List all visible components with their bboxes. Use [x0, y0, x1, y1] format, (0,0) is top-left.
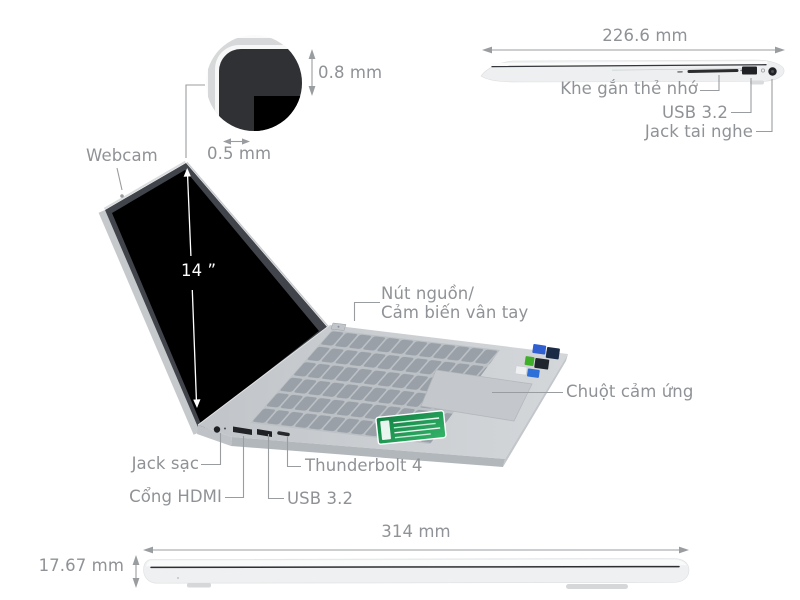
- webcam-label: Webcam: [86, 146, 158, 165]
- front-foot-right: [566, 584, 628, 589]
- lid-top-highlight: [103, 160, 186, 210]
- laptop-side-view: [480, 46, 785, 133]
- side-rubber-foot: [750, 80, 764, 85]
- power-button-label-line1: Nút nguồn/: [381, 284, 475, 303]
- power-connector: [353, 301, 380, 321]
- front-lid-strip: [146, 559, 687, 567]
- annotation-lines: [116, 167, 563, 500]
- hdmi-label: Cổng HDMI: [129, 487, 222, 506]
- screen-corner-magnified: [254, 96, 302, 131]
- touchpad: [420, 369, 533, 422]
- card-slot-connector: [700, 75, 720, 92]
- side-port-usb: [742, 66, 757, 75]
- laptop-main-view: [98, 160, 568, 467]
- side-port-headphone-jack: [768, 67, 777, 76]
- warranty-sticker: [375, 410, 447, 445]
- card-slot-label: Khe gắn thẻ nhớ: [560, 79, 698, 98]
- side-seam-line: [611, 68, 753, 71]
- charge-port: [213, 426, 221, 433]
- hinge-cover-edge: [197, 324, 331, 426]
- front-height-dimension: [132, 555, 140, 588]
- spec-stickers: [515, 344, 560, 378]
- screen: [112, 170, 319, 424]
- thunderbolt-port: [277, 431, 290, 437]
- screen-size-label: 14 ”: [181, 261, 217, 280]
- power-button: [330, 322, 347, 331]
- bezel-top-measure-arrow: [308, 49, 316, 96]
- thunderbolt-connector: [286, 437, 301, 468]
- side-lid-gap-line: [491, 64, 767, 68]
- usb-bottom-connector: [267, 434, 284, 500]
- thunderbolt-label: Thunderbolt 4: [305, 456, 423, 475]
- laptop-front-view: [132, 546, 690, 589]
- usb-bottom-label: USB 3.2: [287, 489, 354, 508]
- side-width-dimension: [482, 46, 785, 54]
- side-width-label: 226.6 mm: [602, 26, 688, 45]
- front-width-dimension: [143, 546, 689, 554]
- usb-side-label: USB 3.2: [661, 103, 728, 122]
- power-button-label-line2: Cảm biến vân tay: [381, 303, 529, 322]
- inset-connector-line: [185, 84, 205, 158]
- front-foot-left: [187, 583, 211, 588]
- bezel-top-label: 0.8 mm: [318, 63, 383, 82]
- webcam-dot: [120, 194, 124, 198]
- screen-size-measure: [183, 168, 201, 408]
- hdmi-connector: [225, 436, 245, 499]
- touchpad-label: Chuột cảm ứng: [566, 382, 694, 401]
- webcam-connector: [116, 167, 123, 191]
- deck-right-face: [503, 354, 568, 467]
- headphone-jack-label: Jack tai nghe: [644, 122, 753, 141]
- lid-edge: [98, 210, 200, 435]
- bezel-side-label: 0.5 mm: [207, 144, 272, 163]
- front-width-label: 314 mm: [381, 522, 451, 541]
- front-lid-gap-line: [150, 565, 680, 569]
- side-port-sd-slot: [677, 69, 745, 73]
- deck-front-face: [231, 437, 505, 467]
- charge-led: [224, 427, 226, 430]
- lid-right-highlight: [186, 161, 330, 328]
- hdmi-port: [233, 426, 252, 435]
- usb-side-connector: [731, 78, 752, 114]
- deck-left-face: [197, 425, 232, 446]
- charge-jack-label: Jack sạc: [131, 454, 199, 473]
- charge-connector: [201, 433, 222, 466]
- side-power-led: [761, 68, 766, 73]
- front-height-label: 17.67 mm: [38, 556, 124, 575]
- bezel-side-measure-arrow: [223, 138, 250, 145]
- headphone-connector: [756, 79, 773, 133]
